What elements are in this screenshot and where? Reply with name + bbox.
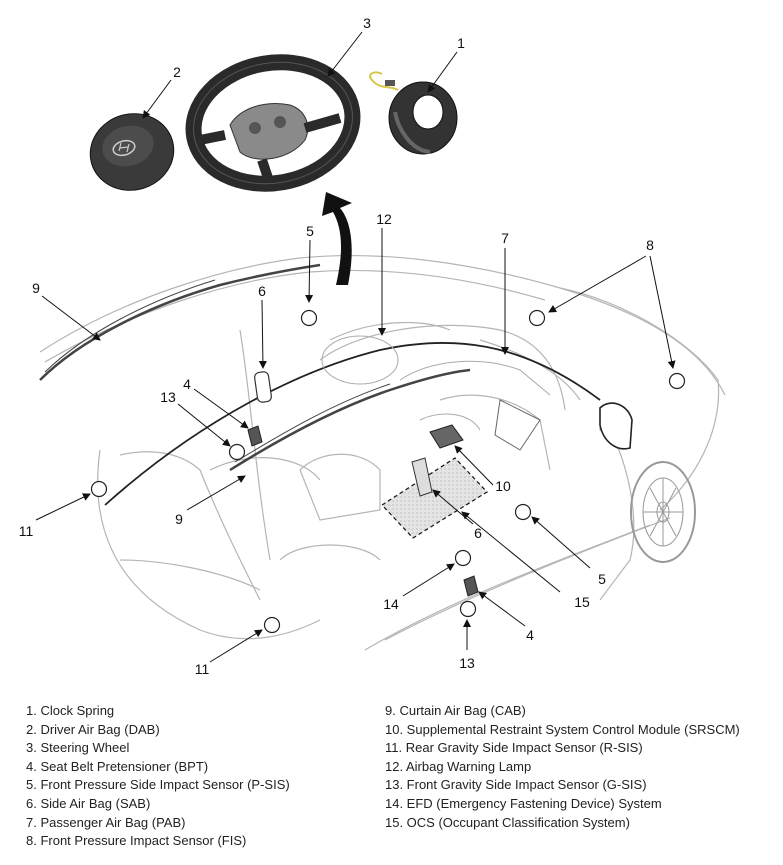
legend-item: 1. Clock Spring xyxy=(26,703,115,718)
leader-lines xyxy=(35,31,676,663)
callout-13-left: 13 xyxy=(160,389,176,405)
roof-line xyxy=(104,341,601,506)
srscm-module xyxy=(429,424,464,449)
callout-9-bottom: 9 xyxy=(175,511,183,527)
legend-item: 8. Front Pressure Impact Sensor (FIS) xyxy=(26,833,247,849)
legend-item: 7. Passenger Air Bag (PAB) xyxy=(26,814,186,830)
g-sis-sensor-right xyxy=(459,600,477,618)
callout-13-right: 13 xyxy=(459,655,475,671)
legend-item: 6. Side Air Bag (SAB) xyxy=(26,795,151,811)
legend-item: 2. Driver Air Bag (DAB) xyxy=(26,721,160,737)
legend-item: 5. Front Pressure Side Impact Sensor (P-… xyxy=(26,777,290,793)
legend-item: 12. Airbag Warning Lamp xyxy=(385,758,532,774)
callout-8: 8 xyxy=(646,237,654,253)
r-sis-sensor-rear xyxy=(263,616,281,634)
r-sis-sensor-left xyxy=(90,480,108,498)
p-sis-front-sensor xyxy=(514,503,532,521)
callout-5-bottom: 5 xyxy=(598,571,606,587)
callout-11-left: 11 xyxy=(19,523,34,539)
ocs-seat-mat xyxy=(381,457,488,539)
callout-14: 14 xyxy=(383,596,399,612)
callout-11-bottom: 11 xyxy=(195,661,210,677)
driver-air-bag-illustration xyxy=(89,113,175,191)
curtain-air-bag xyxy=(39,263,471,472)
callout-4-left: 4 xyxy=(183,376,191,392)
legend-item: 13. Front Gravity Side Impact Sensor (G-… xyxy=(385,777,647,793)
callout-15: 15 xyxy=(574,594,590,610)
callout-12: 12 xyxy=(376,211,392,227)
steering-wheel-location-arrow xyxy=(322,192,352,285)
side-air-bag-front xyxy=(411,457,433,497)
g-sis-sensor-left xyxy=(228,443,246,461)
legend-item: 3. Steering Wheel xyxy=(26,740,130,756)
callout-9-top: 9 xyxy=(32,280,40,296)
side-air-bag-rear xyxy=(254,371,272,403)
callout-2: 2 xyxy=(173,64,181,80)
legend-item: 9. Curtain Air Bag (CAB) xyxy=(385,703,526,718)
legend-item: 14. EFD (Emergency Fastening Device) Sys… xyxy=(385,795,662,811)
efd-sensor xyxy=(454,549,472,567)
legend-item: 11. Rear Gravity Side Impact Sensor (R-S… xyxy=(385,740,643,756)
legend-left-column: 1. Clock Spring 2. Driver Air Bag (DAB) … xyxy=(26,702,290,851)
steering-wheel-illustration xyxy=(185,54,361,192)
callout-1: 1 xyxy=(457,35,465,51)
legend-item: 15. OCS (Occupant Classification System) xyxy=(385,814,630,830)
legend-item: 10. Supplemental Restraint System Contro… xyxy=(385,721,740,737)
callout-10: 10 xyxy=(495,478,511,494)
legend-item: 4. Seat Belt Pretensioner (BPT) xyxy=(26,758,209,774)
clock-spring-illustration xyxy=(369,71,458,155)
front-wheel xyxy=(630,461,696,563)
callout-4-right: 4 xyxy=(526,627,534,643)
callout-6-top: 6 xyxy=(258,283,266,299)
sensor-markers xyxy=(90,309,686,634)
belt-pretensioner-left xyxy=(247,425,263,447)
p-sis-rear-sensor xyxy=(300,309,318,327)
callout-3: 3 xyxy=(363,15,371,31)
belt-pretensioner-right xyxy=(463,575,479,597)
side-mirror xyxy=(599,402,633,450)
hyundai-logo xyxy=(112,139,136,157)
callout-6-bottom: 6 xyxy=(474,525,482,541)
fis-sensor-bottom xyxy=(668,372,686,390)
fis-sensor-top xyxy=(528,309,546,327)
legend-right-column: 9. Curtain Air Bag (CAB) 10. Supplementa… xyxy=(385,702,740,832)
callout-5-top: 5 xyxy=(306,223,314,239)
airbag-system-diagram: 1 2 3 5 12 7 8 9 6 4 13 10 9 11 6 5 15 1… xyxy=(19,15,726,677)
callout-numbers: 1 2 3 5 12 7 8 9 6 4 13 10 9 11 6 5 15 1… xyxy=(19,15,654,677)
callout-7: 7 xyxy=(501,230,509,246)
dashboard xyxy=(321,335,551,451)
